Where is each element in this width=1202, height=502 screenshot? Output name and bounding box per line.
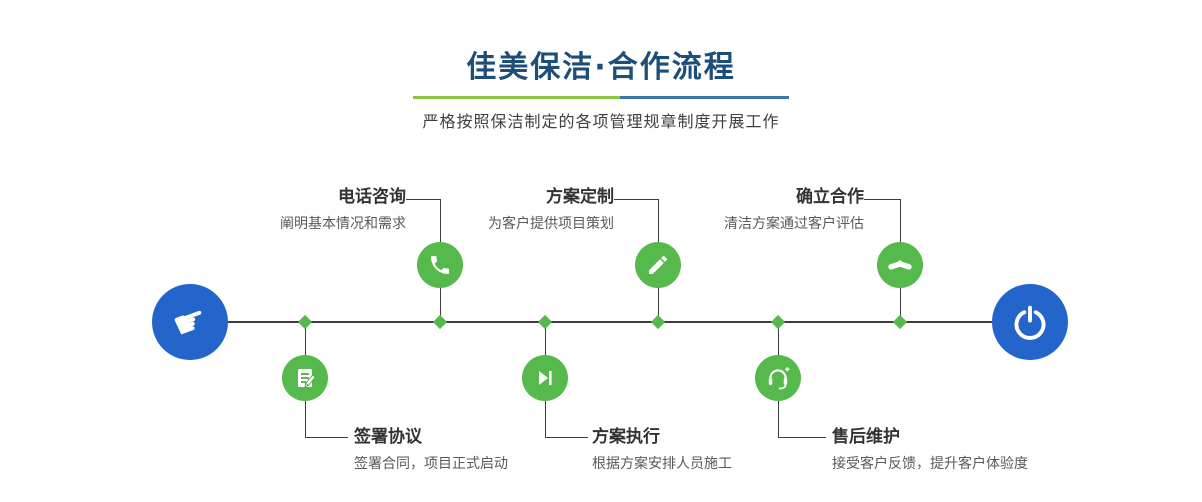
- step-label-cooperation: 确立合作 清洁方案通过客户评估: [724, 186, 864, 233]
- step-title: 确立合作: [796, 187, 864, 207]
- timeline-node-diamond: [297, 314, 313, 330]
- step-desc: 清洁方案通过客户评估: [724, 216, 864, 232]
- step-desc: 签署合同，项目正式启动: [354, 456, 508, 472]
- step-title: 方案执行: [592, 427, 660, 447]
- page-title: 佳美保洁·合作流程: [466, 50, 736, 85]
- phone-icon: [428, 253, 452, 277]
- step-circle-cooperation: [877, 242, 923, 288]
- connector-line: [864, 199, 901, 200]
- step-label-execution: 方案执行 根据方案安排人员施工: [592, 426, 732, 473]
- step-title: 签署协议: [354, 427, 422, 447]
- divider-blue-segment: [619, 96, 789, 99]
- timeline-node-diamond: [892, 314, 908, 330]
- connector-line: [305, 437, 348, 438]
- step-desc: 为客户提供项目策划: [488, 216, 614, 232]
- step-circle-phone: [417, 242, 463, 288]
- step-circle-plan: [635, 242, 681, 288]
- step-desc: 接受客户反馈，提升客户体验度: [832, 456, 1028, 472]
- step-desc: 根据方案安排人员施工: [592, 456, 732, 472]
- handshake-icon: [887, 252, 913, 278]
- connector-line: [614, 199, 659, 200]
- divider-green-segment: [413, 96, 620, 99]
- hand-pointer-icon: ☛: [166, 295, 214, 349]
- title-divider: [413, 96, 789, 99]
- power-icon: [1012, 304, 1048, 340]
- pencil-icon: [646, 253, 670, 277]
- timeline-start-node: ☛: [152, 284, 228, 360]
- step-circle-aftersales: [755, 355, 801, 401]
- step-label-aftersales: 售后维护 接受客户反馈，提升客户体验度: [832, 426, 1028, 473]
- connector-line: [406, 199, 441, 200]
- connector-line: [778, 437, 826, 438]
- headset-icon: [765, 365, 791, 391]
- timeline-node-diamond: [432, 314, 448, 330]
- step-desc: 阐明基本情况和需求: [280, 216, 406, 232]
- timeline-node-diamond: [770, 314, 786, 330]
- step-title: 方案定制: [546, 187, 614, 207]
- page-subtitle: 严格按照保洁制定的各项管理规章制度开展工作: [422, 112, 780, 131]
- timeline-node-diamond: [537, 314, 553, 330]
- timeline-line: [190, 321, 1030, 323]
- connector-line: [545, 437, 588, 438]
- timeline-node-diamond: [650, 314, 666, 330]
- step-title: 电话咨询: [338, 187, 406, 207]
- step-label-contract: 签署协议 签署合同，项目正式启动: [354, 426, 508, 473]
- timeline-end-node: [992, 284, 1068, 360]
- contract-icon: [293, 366, 317, 390]
- step-circle-execution: [522, 355, 568, 401]
- step-label-plan: 方案定制 为客户提供项目策划: [488, 186, 614, 233]
- step-circle-contract: [282, 355, 328, 401]
- step-label-phone: 电话咨询 阐明基本情况和需求: [280, 186, 406, 233]
- step-title: 售后维护: [832, 427, 900, 447]
- play-icon: [533, 366, 557, 390]
